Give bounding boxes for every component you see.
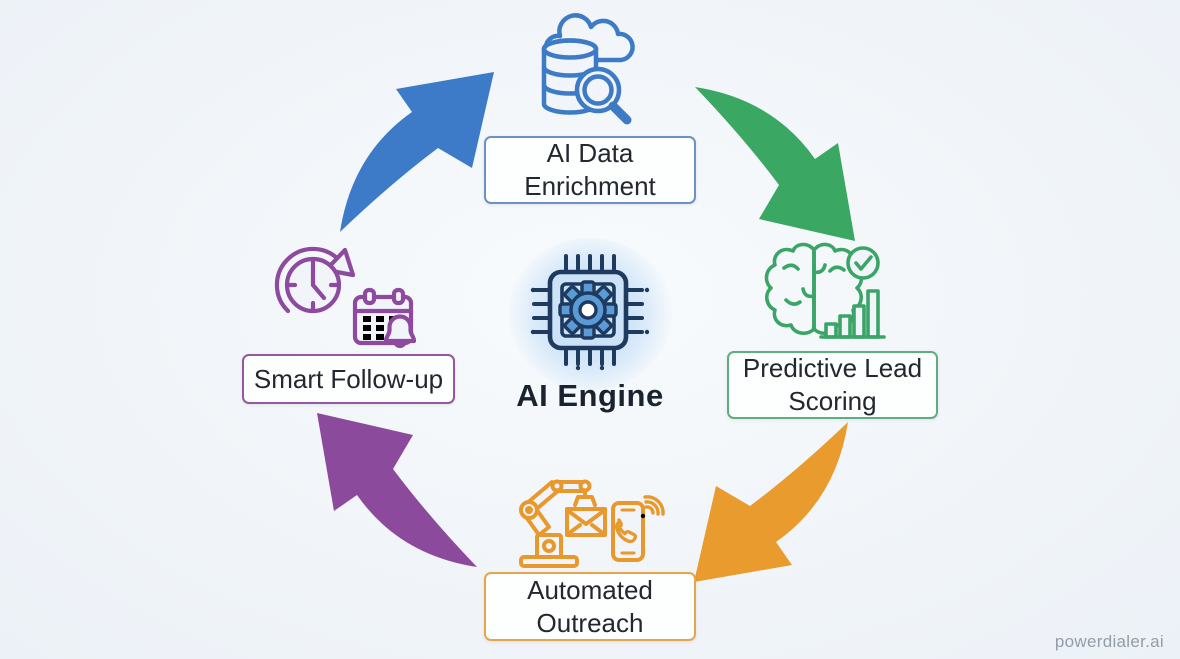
notification-bell-icon <box>383 314 417 349</box>
arrow-right-to-bottom <box>694 422 848 582</box>
clock-calendar-bell-icon <box>274 246 417 349</box>
robot-arm-icon <box>519 479 597 568</box>
node-label-ai-data-enrichment: AI Data Enrichment <box>524 138 656 201</box>
gear-icon <box>558 280 618 340</box>
chip-group <box>530 254 650 371</box>
node-box-smart-follow-up: Smart Follow-up <box>242 354 455 404</box>
robot-phone-group <box>519 479 665 568</box>
chip-pin-dots <box>530 287 650 371</box>
robot-arm-email-phone-icon <box>519 479 665 568</box>
growth-bars-icon <box>819 289 886 339</box>
phone-handset-icon <box>614 518 638 544</box>
database-cloud-search-icon <box>541 13 635 125</box>
magnifier-lens-inner <box>582 74 614 106</box>
brain-chart-group <box>764 242 886 339</box>
database-top <box>541 38 599 60</box>
refresh-clock-icon <box>274 246 356 314</box>
magnifier-handle <box>608 101 632 125</box>
ai-engine-label: AI Engine <box>516 378 664 413</box>
arrow-top-to-right <box>695 87 855 241</box>
node-label-automated-outreach: Automated Outreach <box>527 574 653 638</box>
check-circle-icon <box>846 246 880 280</box>
arrow-left-to-top <box>340 72 494 232</box>
cloud-icon <box>543 13 635 63</box>
watermark-powerdialer: powerdialer.ai <box>1054 632 1164 651</box>
clock-calendar-group <box>274 246 417 349</box>
database-cloud-search-icon-group <box>541 13 635 125</box>
node-label-predictive-lead-scoring: Predictive Lead Scoring <box>742 353 923 416</box>
brain-check-growth-chart-icon <box>764 242 886 339</box>
arrow-bottom-to-left <box>317 413 477 567</box>
node-box-predictive-lead-scoring: Predictive Lead Scoring <box>727 351 938 419</box>
chip-pins <box>532 254 644 366</box>
wifi-signal-icon <box>640 495 665 519</box>
node-box-automated-outreach: Automated Outreach <box>484 572 696 641</box>
email-envelope-icon <box>565 507 607 537</box>
smartphone-call-icon <box>611 501 645 562</box>
node-box-ai-data-enrichment: AI Data Enrichment <box>484 136 696 204</box>
node-label-smart-follow-up: Smart Follow-up <box>253 363 444 394</box>
chip-gear-icon <box>530 254 650 371</box>
